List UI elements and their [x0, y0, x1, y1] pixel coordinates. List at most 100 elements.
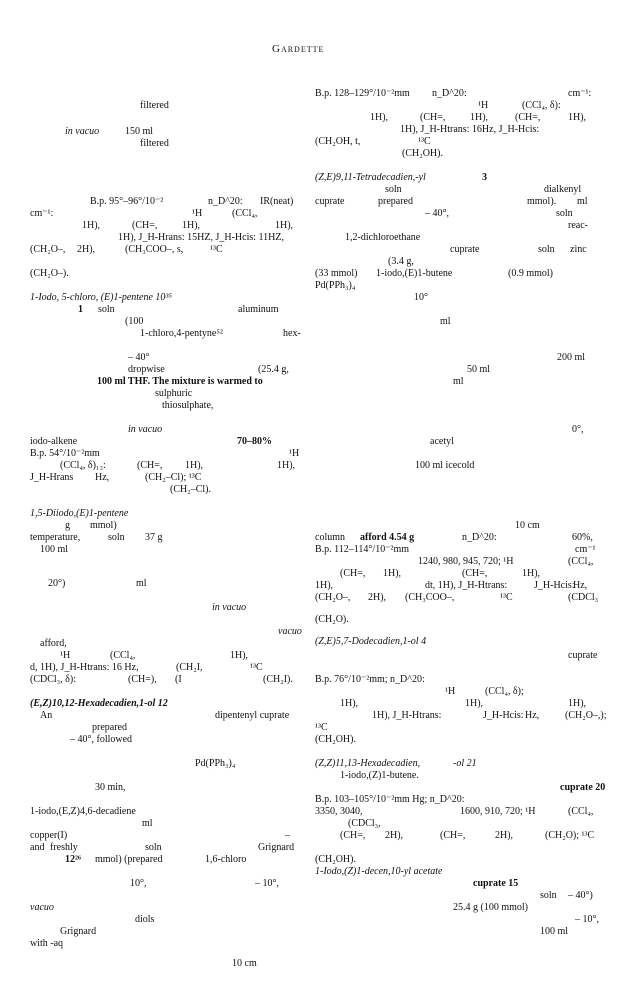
- right-column-text-fragment: (CH₂O–,: [315, 592, 351, 603]
- left-column-text-fragment: (CH₂O–,: [30, 244, 66, 255]
- right-column-text-fragment: (CH₂OH).: [315, 734, 356, 745]
- right-column-text-fragment: soln: [385, 184, 402, 195]
- right-column-text-fragment: (CH=,: [515, 112, 541, 123]
- right-column-text-fragment: n_D^20:: [432, 88, 467, 99]
- right-column-text-fragment: (CDCl₃: [568, 592, 599, 603]
- left-column-text-fragment: (CH=,: [132, 220, 158, 231]
- left-column-text-fragment: afford,: [40, 638, 67, 649]
- left-column-text-fragment: – 40°, followed: [70, 734, 133, 745]
- right-column-text-fragment: 1H),: [315, 580, 334, 591]
- right-column-text-fragment: soln: [556, 208, 573, 219]
- right-column-text-fragment: 1H), J_H-Htrans:: [372, 710, 442, 721]
- right-column-text-fragment: (CH₂OH).: [402, 148, 443, 159]
- right-column-text-fragment: B.p. 76°/10⁻²mm; n_D^20:: [315, 674, 425, 685]
- left-column-text-fragment: 1: [78, 304, 83, 315]
- left-column-text-fragment: 20°): [48, 578, 66, 589]
- left-column-text-fragment: (I: [175, 674, 182, 685]
- left-column-text-fragment: soln: [108, 532, 125, 543]
- left-column-text-fragment: (CDCl₃, δ):: [30, 674, 76, 685]
- right-column-text-fragment: cuprate: [450, 244, 480, 255]
- right-column-text-fragment: dt, 1H), J_H-Htrans:: [425, 580, 508, 591]
- right-column-text-fragment: dialkenyl: [544, 184, 582, 195]
- right-column-text-fragment: column: [315, 532, 345, 543]
- left-column-text-fragment: filtered: [140, 138, 169, 149]
- left-column-text-fragment: dipentenyl cuprate: [215, 710, 290, 721]
- left-column-text-fragment: in vacuo: [128, 424, 163, 435]
- right-column-text-fragment: 200 ml: [557, 352, 586, 363]
- right-column-text-fragment: 1H), J_H-Htrans: 16Hz, J_H-Hcis:: [400, 124, 540, 135]
- left-column-text-fragment: (E,Z)10,12-Hexadecadien,1-ol 12: [30, 698, 168, 709]
- right-column-text-fragment: 1H),: [568, 698, 587, 709]
- right-column-text-fragment: cm⁻¹: [575, 544, 596, 555]
- right-column-text-fragment: ml: [440, 316, 451, 327]
- right-column-text-fragment: 3350, 3040,: [315, 806, 363, 817]
- right-column-text-fragment: 3: [482, 172, 487, 183]
- left-column-text-fragment: 100 ml THF. The mixture is warmed to: [97, 376, 263, 387]
- left-column-text-fragment: (25.4 g,: [258, 364, 289, 375]
- right-column-text-fragment: (33 mmol): [315, 268, 358, 279]
- right-column-text-fragment: 60%,: [572, 532, 593, 543]
- right-column-text-fragment: 2H),: [385, 830, 404, 841]
- left-column-text-fragment: 1H), J_H-Hrans: 15HZ, J_H-Hcis: 11HZ,: [118, 232, 284, 243]
- right-column-text-fragment: 1-Iodo,(Z)1-decen,10-yl acetate: [315, 866, 443, 877]
- left-column-text-fragment: in vacuo: [212, 602, 247, 613]
- right-column-text-fragment: soln: [538, 244, 555, 255]
- right-column-text-fragment: acetyl: [430, 436, 454, 447]
- left-column-text-fragment: IR(neat): [260, 196, 294, 207]
- left-column-text-fragment: (CH₂O–).: [30, 268, 69, 279]
- left-column-text-fragment: – 40°: [128, 352, 150, 363]
- left-column-text-fragment: cm⁻¹:: [30, 208, 54, 219]
- right-column-text-fragment: 1H),: [383, 568, 402, 579]
- left-column-text-fragment: ¹H: [289, 448, 300, 459]
- right-column-text-fragment: 1H),: [465, 698, 484, 709]
- left-column-text-fragment: soln: [98, 304, 115, 315]
- left-column-text-fragment: diols: [135, 914, 155, 925]
- right-column-text-fragment: ¹³C: [418, 136, 431, 147]
- left-column-text-fragment: 1,6-chloro: [205, 854, 247, 865]
- right-column-text-fragment: 10 cm: [515, 520, 540, 531]
- right-column-text-fragment: B.p. 128–129°/10⁻²mm: [315, 88, 410, 99]
- left-column-text-fragment: 10 cm: [232, 958, 257, 969]
- right-column-text-fragment: cuprate: [568, 650, 598, 661]
- left-column-text-fragment: 100 ml: [40, 544, 69, 555]
- right-column-text-fragment: (CCl₄,: [568, 806, 594, 817]
- left-column-text-fragment: (CH₂–Cl).: [170, 484, 211, 495]
- left-column-text-fragment: Grignard: [60, 926, 97, 937]
- right-column-text-fragment: J_H-Hcis:: [534, 580, 575, 591]
- right-column-text-fragment: ¹³C: [315, 722, 328, 733]
- left-column-text-fragment: 37 g: [145, 532, 163, 543]
- right-column-text-fragment: afford 4.54 g: [360, 532, 415, 543]
- right-column-text-fragment: (3.4 g,: [388, 256, 414, 267]
- right-column-text-fragment: J_H-Hcis:: [483, 710, 524, 721]
- right-column-text-fragment: 1H),: [568, 112, 587, 123]
- left-column-text-fragment: 70–80%: [237, 436, 272, 447]
- left-column-text-fragment: ml: [136, 578, 147, 589]
- left-column-text-fragment: soln: [145, 842, 162, 853]
- left-column-text-fragment: prepared: [92, 722, 127, 733]
- left-column-text-fragment: –: [285, 830, 290, 841]
- left-column-text-fragment: mmol): [90, 520, 117, 531]
- left-column-text-fragment: (CH₂I).: [263, 674, 293, 685]
- right-column-text-fragment: (Z,E)5,7-Dodecadien,1-ol 4: [315, 636, 427, 647]
- left-column-text-fragment: with -aq: [30, 938, 64, 949]
- left-column-text-fragment: hex-: [283, 328, 301, 339]
- left-column-text-fragment: 10°,: [130, 878, 147, 889]
- right-column-text-fragment: ¹H: [478, 100, 489, 111]
- left-column-text-fragment: Grignard: [258, 842, 295, 853]
- left-column-text-fragment: sulphuric: [155, 388, 193, 399]
- right-column-text-fragment: (CCl₄,: [568, 556, 594, 567]
- right-column-text-fragment: n_D^20:: [462, 532, 497, 543]
- left-column-text-fragment: thiosulphate,: [162, 400, 214, 411]
- right-column-text-fragment: 100 ml icecold: [415, 460, 475, 471]
- right-column-text-fragment: 1-iodo,(Z)1-butene.: [340, 770, 419, 781]
- right-column-text-fragment: (CH=,: [462, 568, 488, 579]
- left-column-text-fragment: vacuo: [30, 902, 54, 913]
- left-column-text-fragment: (100: [125, 316, 144, 327]
- right-column-text-fragment: 0°,: [572, 424, 584, 435]
- right-column-text-fragment: (CH=,: [440, 830, 466, 841]
- right-column-text-fragment: (Z,E)9,11-Tetradecadien,-yl: [315, 172, 426, 183]
- left-column-text-fragment: Hz,: [95, 472, 110, 483]
- left-column-text-fragment: dropwise: [128, 364, 165, 375]
- right-column-text-fragment: (CH₂O).: [315, 614, 349, 625]
- right-column-text-fragment: cuprate: [315, 196, 345, 207]
